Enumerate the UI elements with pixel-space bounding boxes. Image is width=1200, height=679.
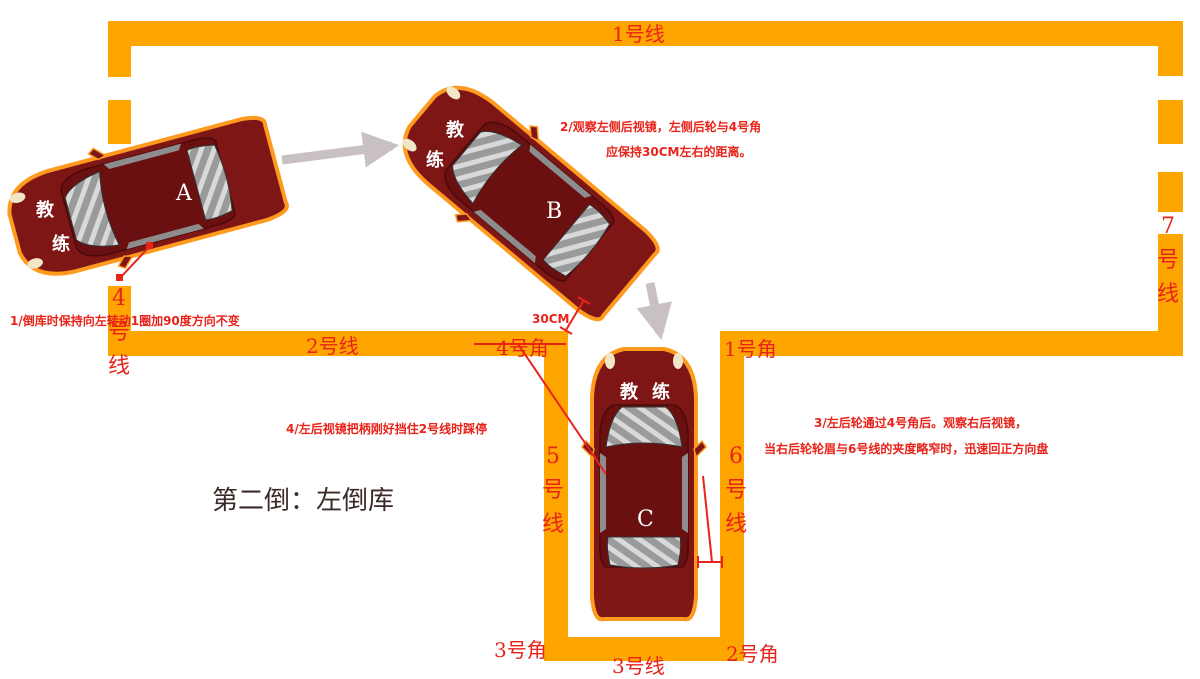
distance-label: 30CM: [532, 312, 570, 326]
line-1: [108, 21, 1183, 46]
step-3-note-line1: 3/左后轮通过4号角后。观察右后视镜，: [814, 416, 1028, 430]
line-6-label: 6 号 线: [723, 440, 749, 542]
line-4-seg: [108, 100, 131, 144]
line-6-char-3: 线: [724, 512, 747, 537]
line-2-label: 2号线: [306, 334, 359, 358]
line-5-char-3: 线: [541, 512, 564, 537]
line-6: [720, 331, 744, 661]
step-3-note-line2: 当右后轮轮眉与6号线的夹度略窄时，迅速回正方向盘: [764, 442, 1049, 456]
car-c: [580, 347, 708, 622]
line-4-top: [108, 21, 131, 77]
car-b-label: B: [546, 199, 562, 224]
step-1-note: 1/倒库时保持向左转动1圈加90度方向不变: [10, 314, 240, 328]
car-b: [380, 61, 672, 335]
line-5-label: 5 号 线: [540, 440, 566, 542]
car-a-sign-1: 教: [36, 199, 55, 221]
line-7-top: [1158, 21, 1183, 76]
move-arrow-1: [281, 131, 400, 168]
line-5: [544, 331, 568, 661]
line-7-label: 7 号 线: [1155, 210, 1181, 312]
line-right-base: [720, 331, 1183, 356]
corner-2-label: 2号角: [726, 642, 779, 666]
line-4-char-1: 4: [112, 286, 126, 311]
line-6-char-1: 6: [729, 444, 743, 469]
line-4-label: 4 号 线: [106, 282, 132, 384]
line-4-char-2: 号: [107, 320, 130, 345]
line-7-seg2: [1158, 172, 1183, 212]
line-6-char-2: 号: [724, 478, 747, 503]
corner-3-label: 3号角: [494, 638, 547, 662]
step-4-note: 4/左后视镜把柄刚好挡住2号线时踩停: [286, 422, 488, 436]
diagram-title: 第二倒：左倒库: [212, 486, 395, 516]
car-c-sign-2: 练: [652, 381, 670, 403]
car-b-sign-2: 练: [426, 149, 444, 171]
car-a-label: A: [175, 181, 193, 206]
corner-1-label: 1号角: [724, 337, 777, 361]
car-c-sign-1: 教: [620, 381, 639, 403]
move-arrow-2: [636, 282, 673, 341]
car-a-sign-2: 练: [52, 233, 70, 255]
step-2-note-line2: 应保持30CM左右的距离。: [606, 145, 752, 159]
line-7-seg1: [1158, 100, 1183, 144]
line-5-char-2: 号: [541, 478, 564, 503]
line-7-char-2: 号: [1156, 248, 1179, 273]
line-7-char-3: 线: [1156, 282, 1179, 307]
line-1-label: 1号线: [612, 22, 665, 46]
car-b-sign-1: 教: [446, 119, 465, 141]
step-2-note-line1: 2/观察左侧后视镜，左侧后轮与4号角: [560, 120, 762, 134]
line-7-char-1: 7: [1161, 214, 1175, 239]
car-c-label: C: [637, 507, 654, 532]
annotation-lines: [116, 242, 723, 568]
corner-4-label: 4号角: [496, 336, 549, 360]
line-4-char-3: 线: [107, 354, 130, 379]
line-5-char-1: 5: [546, 444, 560, 469]
field-lines: [108, 21, 1183, 661]
car-a: [0, 101, 294, 296]
line-3-label: 3号线: [612, 654, 665, 678]
line-3: [544, 637, 744, 661]
